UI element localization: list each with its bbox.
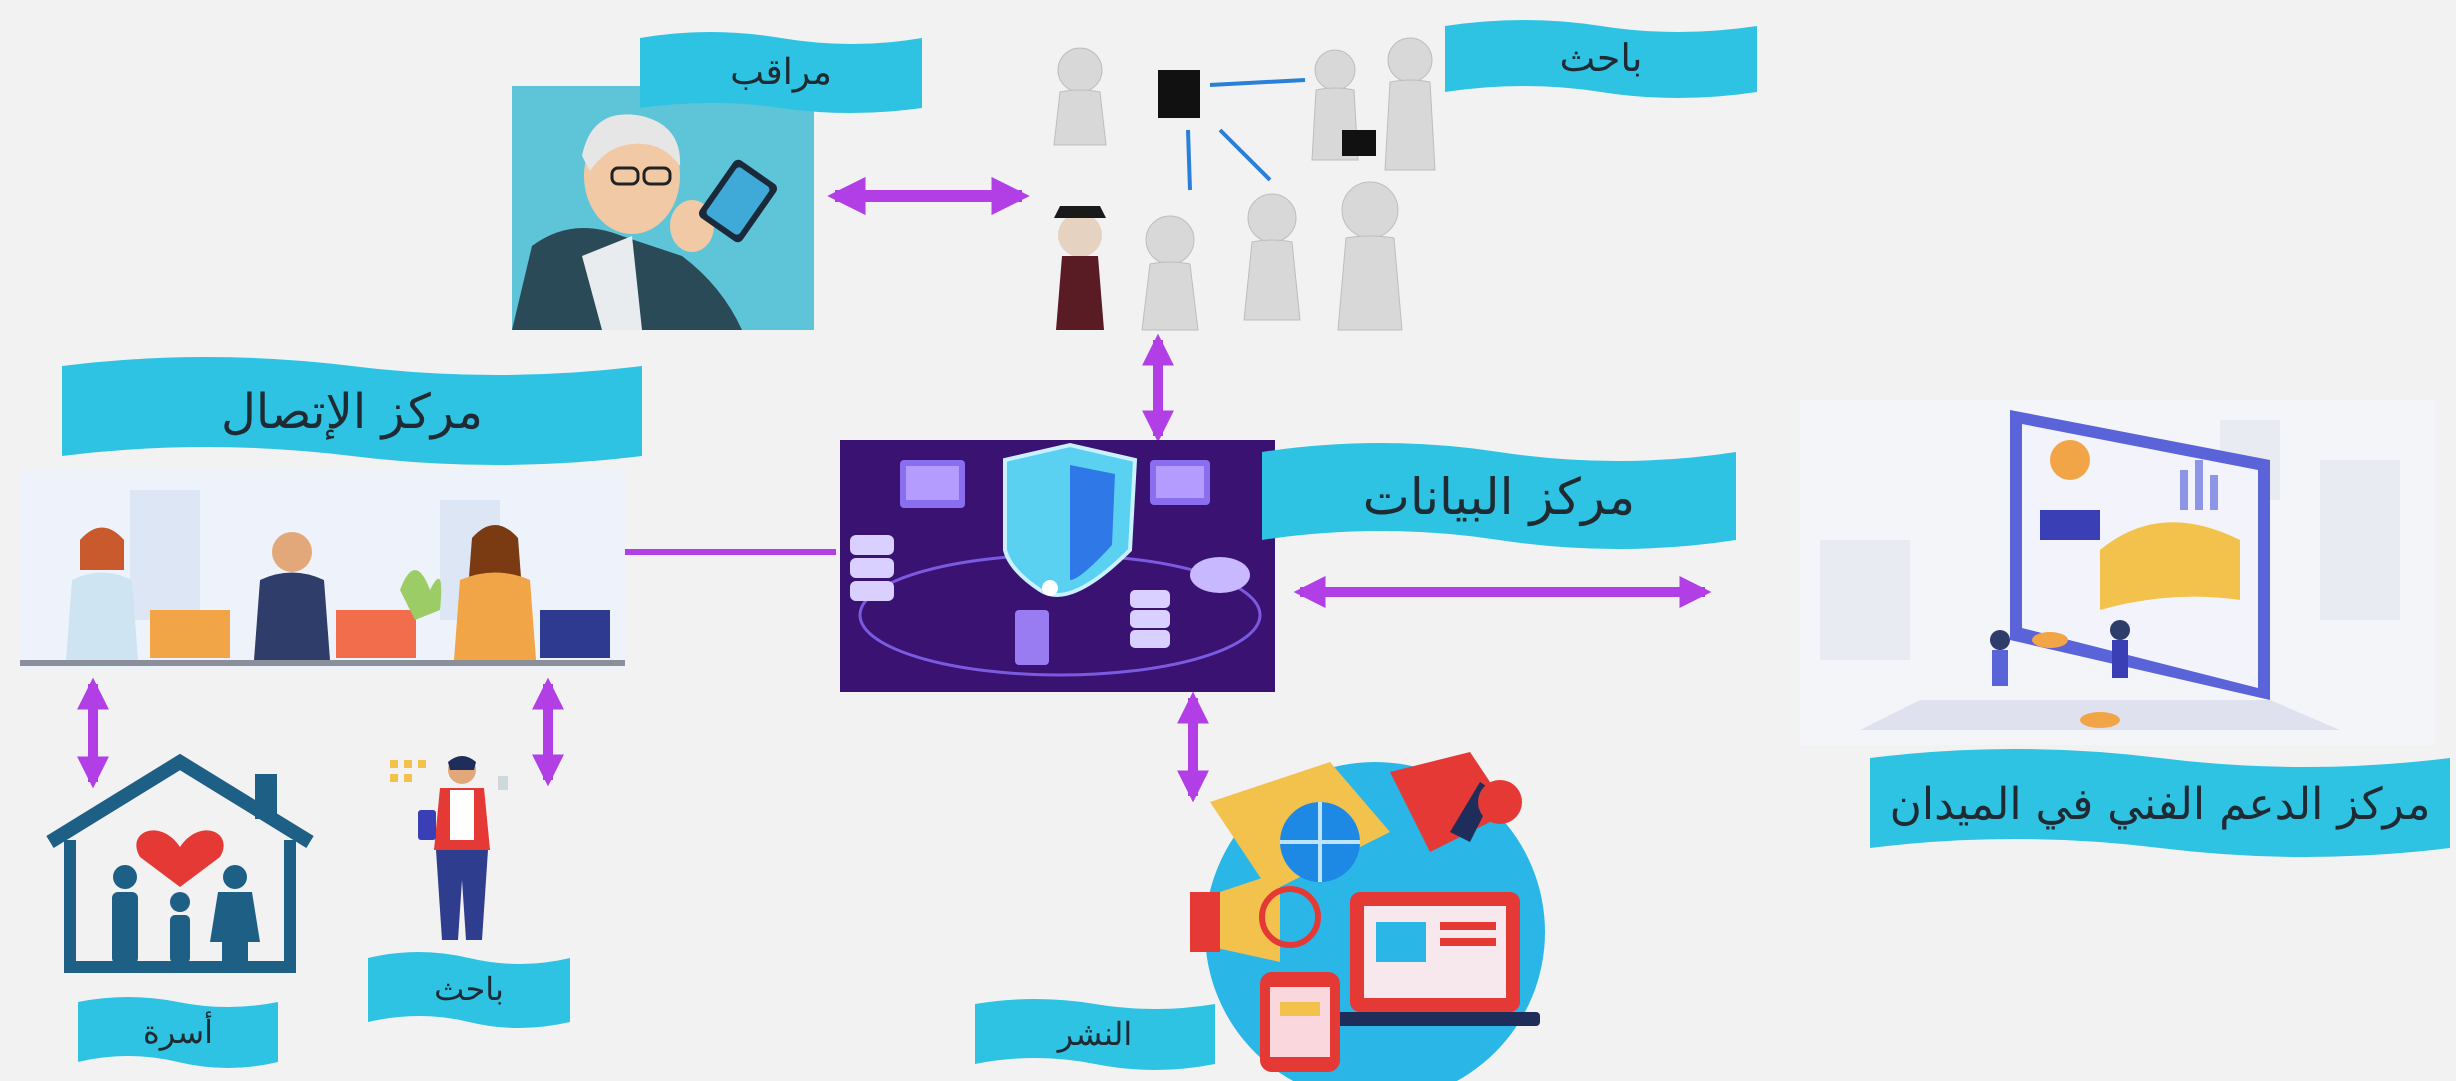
node-label-call-center: مركز الإتصال — [62, 348, 642, 476]
node-label-researchers-network: باحث — [1445, 12, 1757, 104]
researchers-network-illustration — [1040, 30, 1450, 340]
label-field-researcher: باحث — [434, 970, 504, 1008]
node-label-field-support: مركز الدعم الفني في الميدان — [1870, 740, 2450, 868]
family-illustration — [30, 752, 330, 974]
publishing-illustration — [1150, 742, 1590, 1081]
label-researchers-network: باحث — [1559, 36, 1643, 80]
label-publishing: النشر — [1057, 1015, 1133, 1053]
monitor-illustration — [512, 86, 814, 330]
field-researcher-illustration — [370, 750, 530, 950]
data-center-illustration — [840, 440, 1275, 692]
node-label-family: أسرة — [78, 990, 278, 1074]
node-label-monitor: مراقب — [640, 24, 922, 120]
node-label-publishing: النشر — [975, 992, 1215, 1076]
call-center-illustration — [20, 470, 625, 670]
node-label-data-center: مركز البيانات — [1262, 434, 1736, 560]
label-data-center: مركز البيانات — [1362, 468, 1636, 526]
label-call-center: مركز الإتصال — [221, 384, 483, 440]
label-family: أسرة — [142, 1013, 214, 1051]
label-field-support: مركز الدعم الفني في الميدان — [1889, 778, 2431, 830]
field-support-illustration — [1800, 400, 2435, 745]
node-label-field-researcher: باحث — [368, 944, 570, 1034]
label-monitor: مراقب — [730, 51, 832, 93]
